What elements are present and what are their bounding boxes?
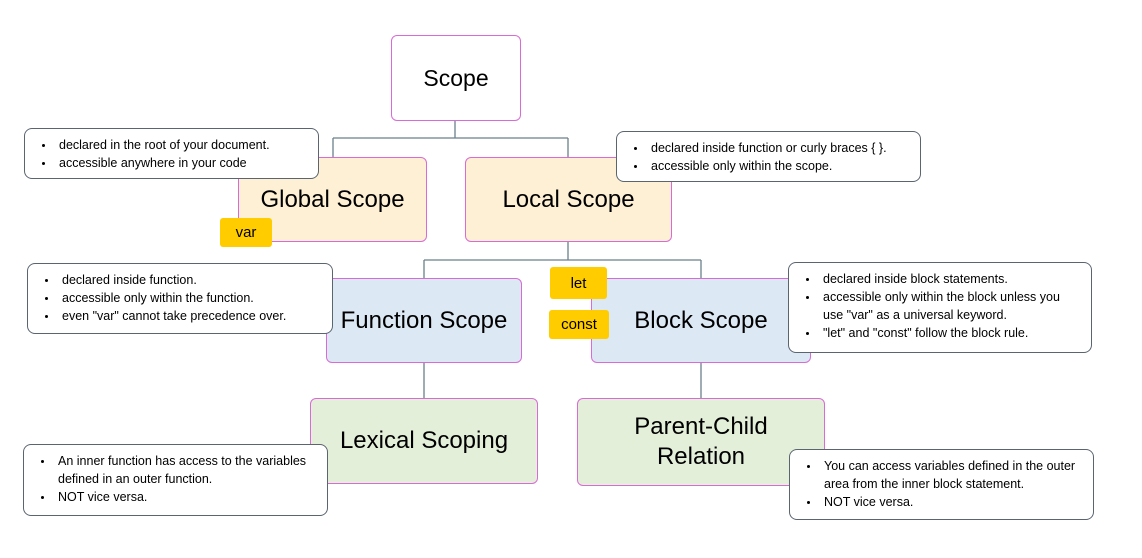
note-item: accessible anywhere in your code [55, 154, 308, 172]
parent-child-label-line2: Relation [656, 443, 746, 470]
note-item: accessible only within the function. [58, 289, 322, 307]
var-tag-label: var [235, 224, 257, 241]
local-scope-node: Local Scope [465, 157, 672, 242]
block-scope-label: Block Scope [634, 306, 768, 334]
note-item: NOT vice versa. [54, 488, 317, 506]
parent-child-relation-node: Parent-Child Relation [577, 398, 825, 486]
lexical-scoping-node: Lexical Scoping [310, 398, 538, 484]
let-tag: let [550, 267, 607, 299]
block-scope-note: declared inside block statements. access… [788, 262, 1092, 353]
connector-scope-to-children [332, 121, 569, 157]
var-tag: var [220, 218, 272, 247]
note-item: declared inside function. [58, 271, 322, 289]
note-item: declared in the root of your document. [55, 136, 308, 154]
function-scope-note: declared inside function. accessible onl… [27, 263, 333, 334]
let-tag-label: let [570, 274, 587, 292]
note-item: even "var" cannot take precedence over. [58, 307, 322, 325]
function-scope-label: Function Scope [340, 306, 508, 334]
note-item: NOT vice versa. [820, 493, 1083, 511]
parent-child-label-line1: Parent-Child [634, 413, 768, 440]
local-scope-note: declared inside function or curly braces… [616, 131, 921, 182]
connector-local-to-children [423, 242, 702, 278]
function-scope-node: Function Scope [326, 278, 522, 363]
lexical-scoping-label: Lexical Scoping [339, 427, 509, 454]
local-scope-label: Local Scope [502, 185, 635, 213]
note-item: declared inside block statements. [819, 270, 1081, 288]
note-item: You can access variables defined in the … [820, 457, 1083, 493]
global-scope-label: Global Scope [260, 185, 405, 213]
lexical-scoping-note: An inner function has access to the vari… [23, 444, 328, 516]
global-scope-note: declared in the root of your document. a… [24, 128, 319, 179]
scope-node: Scope [391, 35, 521, 121]
parent-child-note: You can access variables defined in the … [789, 449, 1094, 520]
const-tag-label: const [561, 316, 597, 333]
note-item: accessible only within the block unless … [819, 288, 1081, 324]
note-item: An inner function has access to the vari… [54, 452, 317, 488]
note-item: "let" and "const" follow the block rule. [819, 324, 1081, 342]
scope-label: Scope [423, 64, 489, 91]
block-scope-node: Block Scope [591, 278, 811, 363]
const-tag: const [549, 310, 609, 339]
note-item: declared inside function or curly braces… [647, 139, 910, 157]
note-item: accessible only within the scope. [647, 157, 910, 175]
